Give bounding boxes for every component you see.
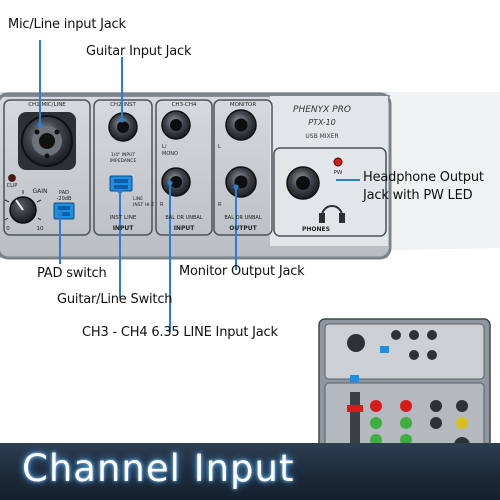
bal-unbal-label-2: BAL OR UNBAL bbox=[224, 215, 261, 221]
callout-guitar-line-switch: Guitar/Line Switch bbox=[57, 292, 173, 307]
callout-dots bbox=[37, 117, 239, 217]
clip-label: CLIP bbox=[7, 183, 18, 189]
callout-mic-line-input: Mic/Line input Jack bbox=[8, 17, 126, 32]
section-frames bbox=[3, 99, 387, 237]
banner bbox=[0, 443, 500, 500]
panel-model: PTX-10 bbox=[308, 118, 336, 127]
input-label-2: INPUT bbox=[174, 225, 196, 232]
panel-brand: PHENYX PRO bbox=[293, 105, 351, 115]
section-ch34-label: CH3-CH4 bbox=[172, 102, 197, 108]
guitar-line-switch bbox=[109, 175, 133, 192]
pw-label: PW bbox=[334, 170, 343, 176]
r-label: R bbox=[160, 202, 164, 208]
headphones-icon bbox=[319, 205, 345, 223]
section-ch2-label: CH2 INST bbox=[110, 102, 136, 108]
gain-min-label: 0 bbox=[6, 226, 10, 232]
impedance-label-1: 1/4" INPUT bbox=[111, 152, 135, 158]
panel-subtitle: USB MIXER bbox=[305, 133, 338, 140]
ch3-l-jack bbox=[161, 110, 191, 140]
impedance-label-2: IMPEDANCE bbox=[110, 158, 137, 164]
pad-value-label: -20dB bbox=[57, 196, 72, 202]
monitor-l-label: L bbox=[218, 144, 221, 150]
callout-headphone-output-line1: Headphone Output bbox=[363, 170, 484, 185]
l-mono-label-1: L/ bbox=[162, 144, 167, 150]
line-label: LINE bbox=[133, 196, 143, 202]
monitor-r-jack bbox=[225, 166, 257, 198]
phones-label: PHONES bbox=[302, 226, 330, 233]
pad-switch bbox=[53, 202, 75, 220]
output-label: OUTPUT bbox=[229, 225, 257, 232]
bal-unbal-label-1: BAL OR UNBAL bbox=[165, 215, 202, 221]
ch4-r-jack bbox=[161, 167, 191, 197]
clip-led bbox=[8, 174, 16, 182]
pad-label: PAD bbox=[59, 190, 69, 196]
callout-pad-switch: PAD switch bbox=[37, 266, 107, 281]
callout-ch3-ch4-line-input: CH3 - CH4 6.35 LINE Input Jack bbox=[82, 325, 278, 340]
input-label-1: INPUT bbox=[113, 225, 135, 232]
headphone-jack bbox=[286, 166, 320, 200]
combo-jack bbox=[18, 112, 76, 170]
callout-guitar-input: Guitar Input Jack bbox=[86, 44, 192, 59]
banner-title: Channel Input bbox=[22, 447, 295, 490]
section-ch1-label: CH1 MIC/LINE bbox=[28, 102, 66, 108]
gain-scale bbox=[4, 190, 42, 221]
callout-lines bbox=[39, 40, 360, 332]
callout-monitor-output: Monitor Output Jack bbox=[179, 264, 305, 279]
monitor-r-label: R bbox=[218, 202, 222, 208]
gain-max-label: 10 bbox=[37, 226, 44, 232]
gain-label: GAIN bbox=[32, 188, 47, 195]
monitor-l-jack bbox=[225, 109, 257, 141]
callout-headphone-output-line2: Jack with PW LED bbox=[363, 188, 473, 203]
section-monitor-label: MONITOR bbox=[230, 102, 256, 108]
gain-knob bbox=[9, 196, 37, 224]
l-mono-label-2: MONO bbox=[162, 151, 178, 157]
inst-line-label: INST LINE bbox=[110, 215, 137, 221]
inst-hiz-label: INST HI-Z bbox=[133, 202, 154, 208]
pw-led bbox=[333, 157, 343, 167]
